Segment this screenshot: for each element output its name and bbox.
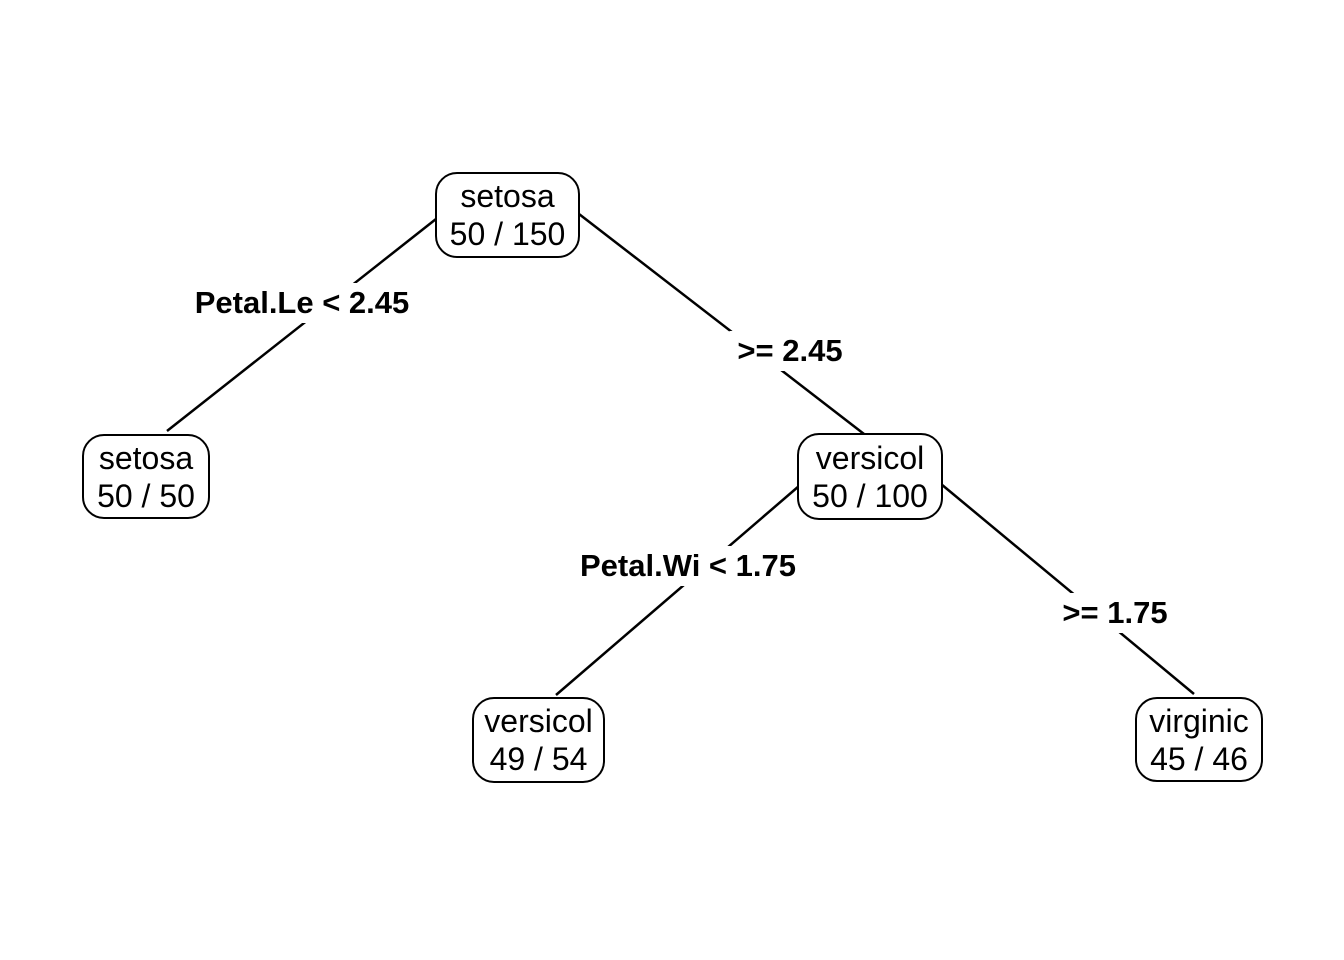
node-class-label: versicol [815,439,925,476]
node-count-label: 45 / 46 [1150,740,1248,777]
split-label-petal-width-ge: >= 1.75 [1054,593,1176,633]
tree-leaf-versicolor: versicol 49 / 54 [472,697,605,783]
split-label-petal-length-ge: >= 2.45 [729,331,851,371]
node-class-label: setosa [460,178,555,214]
node-count-label: 49 / 54 [489,741,588,777]
split-label-petal-width-lt: Petal.Wi < 1.75 [572,546,804,586]
branch-line-root-to-setosa-leaf [166,218,437,432]
branch-line-versicolor-to-virginica-leaf [940,483,1195,695]
tree-leaf-setosa: setosa 50 / 50 [82,434,210,519]
tree-node-root: setosa 50 / 150 [435,172,580,258]
node-class-label: versicol [484,703,593,739]
node-count-label: 50 / 150 [449,216,566,252]
node-class-label: setosa [98,439,194,476]
branch-line-root-to-versicolor [578,213,865,435]
branch-line-versicolor-to-versicolor-leaf [555,485,800,696]
node-count-label: 50 / 50 [97,477,195,514]
node-class-label: virginic [1149,702,1249,739]
node-count-label: 50 / 100 [812,477,928,514]
split-label-petal-length-lt: Petal.Le < 2.45 [186,283,418,323]
tree-leaf-virginica: virginic 45 / 46 [1135,697,1263,782]
tree-node-versicolor: versicol 50 / 100 [797,433,943,520]
